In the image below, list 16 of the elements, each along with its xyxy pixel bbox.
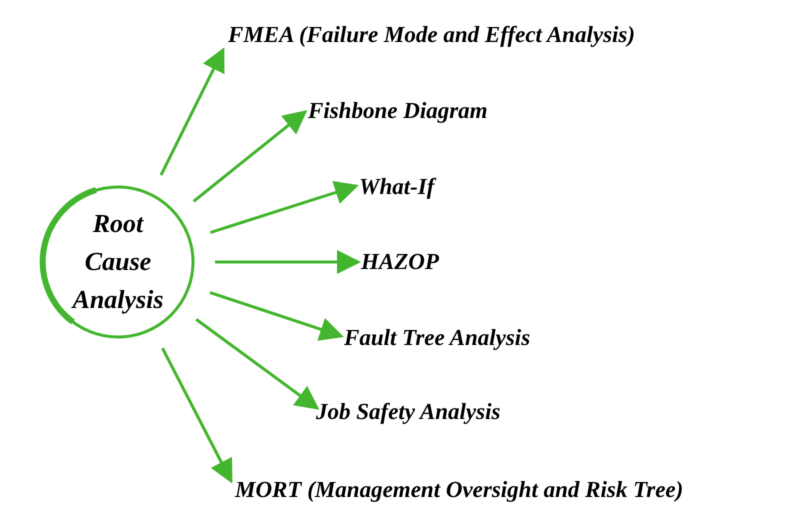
- arrow: [210, 291, 344, 341]
- method-label: FMEA (Failure Mode and Effect Analysis): [228, 18, 708, 52]
- node-title: Root Cause Analysis: [70, 208, 165, 316]
- arrow: [161, 348, 232, 484]
- arrow: [195, 318, 320, 410]
- arrow: [160, 47, 224, 176]
- method-label: MORT (Management Oversight and Risk Tree): [235, 473, 775, 507]
- arrow: [210, 180, 359, 234]
- arrow: [192, 110, 308, 202]
- method-label: Fault Tree Analysis: [344, 321, 574, 355]
- circle-node: [39, 183, 197, 341]
- method-label: HAZOP: [361, 245, 461, 279]
- method-label: Job Safety Analysis: [316, 395, 546, 429]
- method-label: Fishbone Diagram: [308, 94, 528, 128]
- method-label: What-If: [359, 170, 459, 204]
- arrow: [215, 250, 361, 274]
